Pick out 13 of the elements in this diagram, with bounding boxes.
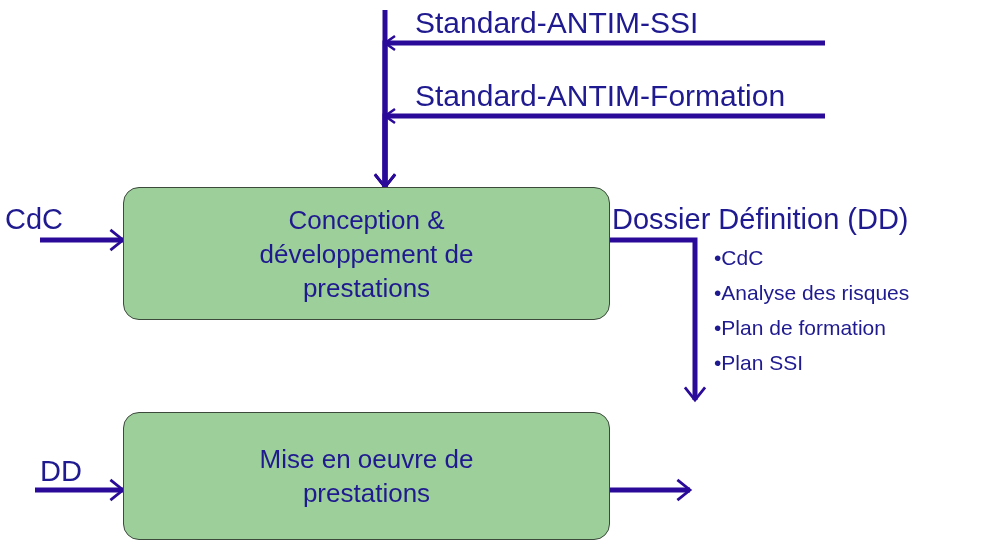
bullet-item: •Plan de formation bbox=[714, 316, 886, 340]
bullet-item: •Analyse des risques bbox=[714, 281, 910, 305]
edge-label: DD bbox=[40, 455, 82, 488]
edge-label: Dossier Définition (DD) bbox=[612, 203, 909, 236]
process-box bbox=[123, 187, 610, 320]
bullet-item: •Plan SSI bbox=[714, 351, 804, 375]
edge-label: CdC bbox=[5, 203, 63, 236]
box-text: Conception & développement de prestations bbox=[258, 203, 475, 305]
process-box bbox=[123, 412, 610, 540]
edge-label: Standard-ANTIM-SSI bbox=[415, 6, 699, 40]
bullet-item: •CdC bbox=[714, 246, 764, 270]
box-text: Mise en oeuvre de prestations bbox=[258, 443, 475, 510]
edge-label: Standard-ANTIM-Formation bbox=[415, 79, 786, 113]
